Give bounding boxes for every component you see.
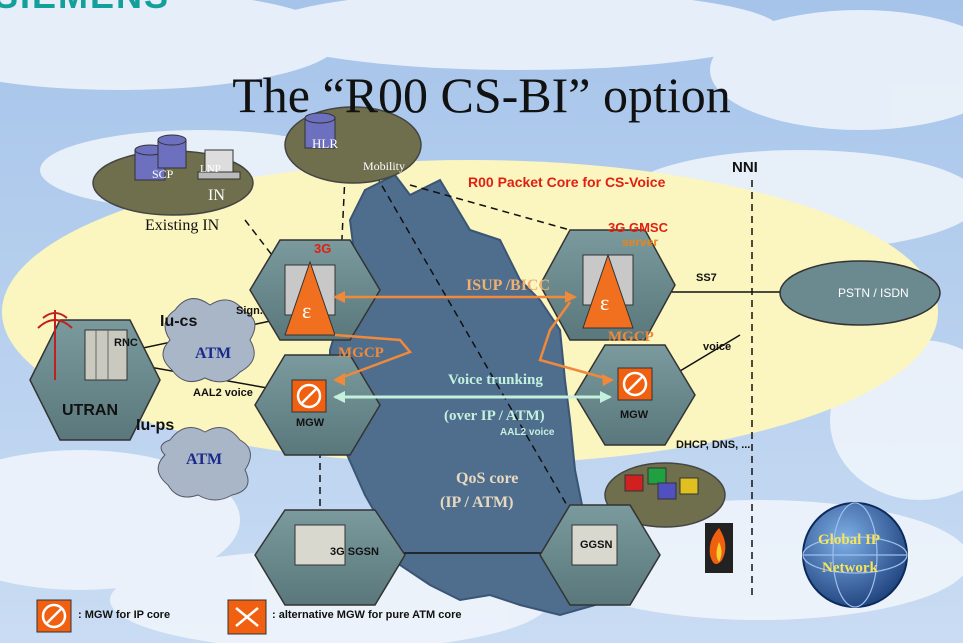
gmsc-server-label: server (622, 235, 659, 249)
siemens-logo: SIEMENS (0, 0, 170, 14)
utran-label: UTRAN (62, 402, 118, 419)
mgcp-left-label: MGCP (338, 345, 384, 361)
pstn-isdn-label: PSTN / ISDN (838, 286, 909, 300)
iu-cs-label: Iu-cs (160, 313, 198, 330)
nni-label: NNI (732, 159, 758, 176)
r00-packet-core-label: R00 Packet Core for CS-Voice (468, 174, 666, 190)
global-ip-globe-icon (802, 502, 908, 608)
database-icons (134, 112, 699, 500)
mgw-left-icon (291, 379, 327, 413)
hlr-label: HLR (312, 136, 338, 151)
in-label: IN (208, 187, 225, 204)
antenna-icon (37, 310, 73, 380)
mobility-label: Mobility (363, 159, 406, 173)
global-ip-label: Global IP (818, 532, 881, 548)
page-title: The “R00 CS-BI” option (232, 67, 731, 123)
atm-label-upper: ATM (195, 345, 232, 362)
rnc-equipment-icon (84, 329, 128, 381)
mgcp-right-label: MGCP (608, 329, 654, 345)
svg-text:ε: ε (302, 298, 311, 323)
aal2-voice-right-label: AAL2 voice (500, 427, 555, 438)
qos-core-label: QoS core (456, 470, 519, 487)
over-ip-atm-label: (over IP / ATM) (444, 408, 545, 424)
ggsn-label: GGSN (580, 539, 613, 551)
msc-server-icon: ε (284, 260, 336, 336)
isup-bicc-label: ISUP /BICC (466, 277, 551, 294)
mgw-right-icon (617, 367, 653, 401)
network-label: Network (822, 560, 878, 576)
computer-icon (197, 149, 241, 180)
legend-mgw-ip-text: : MGW for IP core (78, 609, 171, 621)
3g-sgsn-label: 3G SGSN (330, 546, 379, 558)
pstn-isdn-oval (779, 260, 941, 326)
qos-ip-atm-label: (IP / ATM) (440, 494, 514, 511)
mgw-left-label: MGW (296, 417, 325, 429)
firewall-icon (705, 523, 733, 573)
rnc-label: RNC (114, 337, 138, 349)
atm-cloud-upper (162, 298, 256, 383)
voice-trunking-label: Voice trunking (448, 372, 543, 388)
aal2-voice-left-label: AAL2 voice (193, 387, 253, 399)
sign-label: Sign. (236, 305, 263, 317)
ss7-label: SS7 (696, 272, 717, 284)
signalling-links (244, 164, 753, 600)
iu-ps-label: Iu-ps (136, 417, 175, 434)
dhcp-dns-label: DHCP, DNS, ... (676, 439, 751, 451)
signalling-arrows (334, 295, 613, 382)
voice-label: voice (703, 341, 732, 353)
sgsn-server-icon (294, 524, 346, 566)
lnp-label: LNP (200, 163, 221, 175)
gmsc-server-icon: ε (582, 253, 634, 329)
scp-label: SCP (152, 167, 174, 181)
legend-mgw-atm-icon (227, 599, 267, 635)
legend-mgw-ip-icon (36, 599, 72, 633)
3g-gmsc-label: 3G GMSC (608, 220, 668, 235)
voice-trunking-arrow (333, 391, 612, 403)
legend-mgw-atm-text: : alternative MGW for pure ATM core (272, 609, 462, 621)
atm-cloud-lower (157, 427, 251, 501)
mgw-right-label: MGW (620, 409, 649, 421)
ggsn-server-icon (571, 524, 618, 566)
3g-msc-label: 3G (314, 241, 332, 256)
atm-label-lower: ATM (186, 451, 223, 468)
existing-in-label: Existing IN (145, 217, 220, 234)
arrow-heads (333, 291, 614, 386)
svg-text:ε: ε (600, 290, 609, 315)
